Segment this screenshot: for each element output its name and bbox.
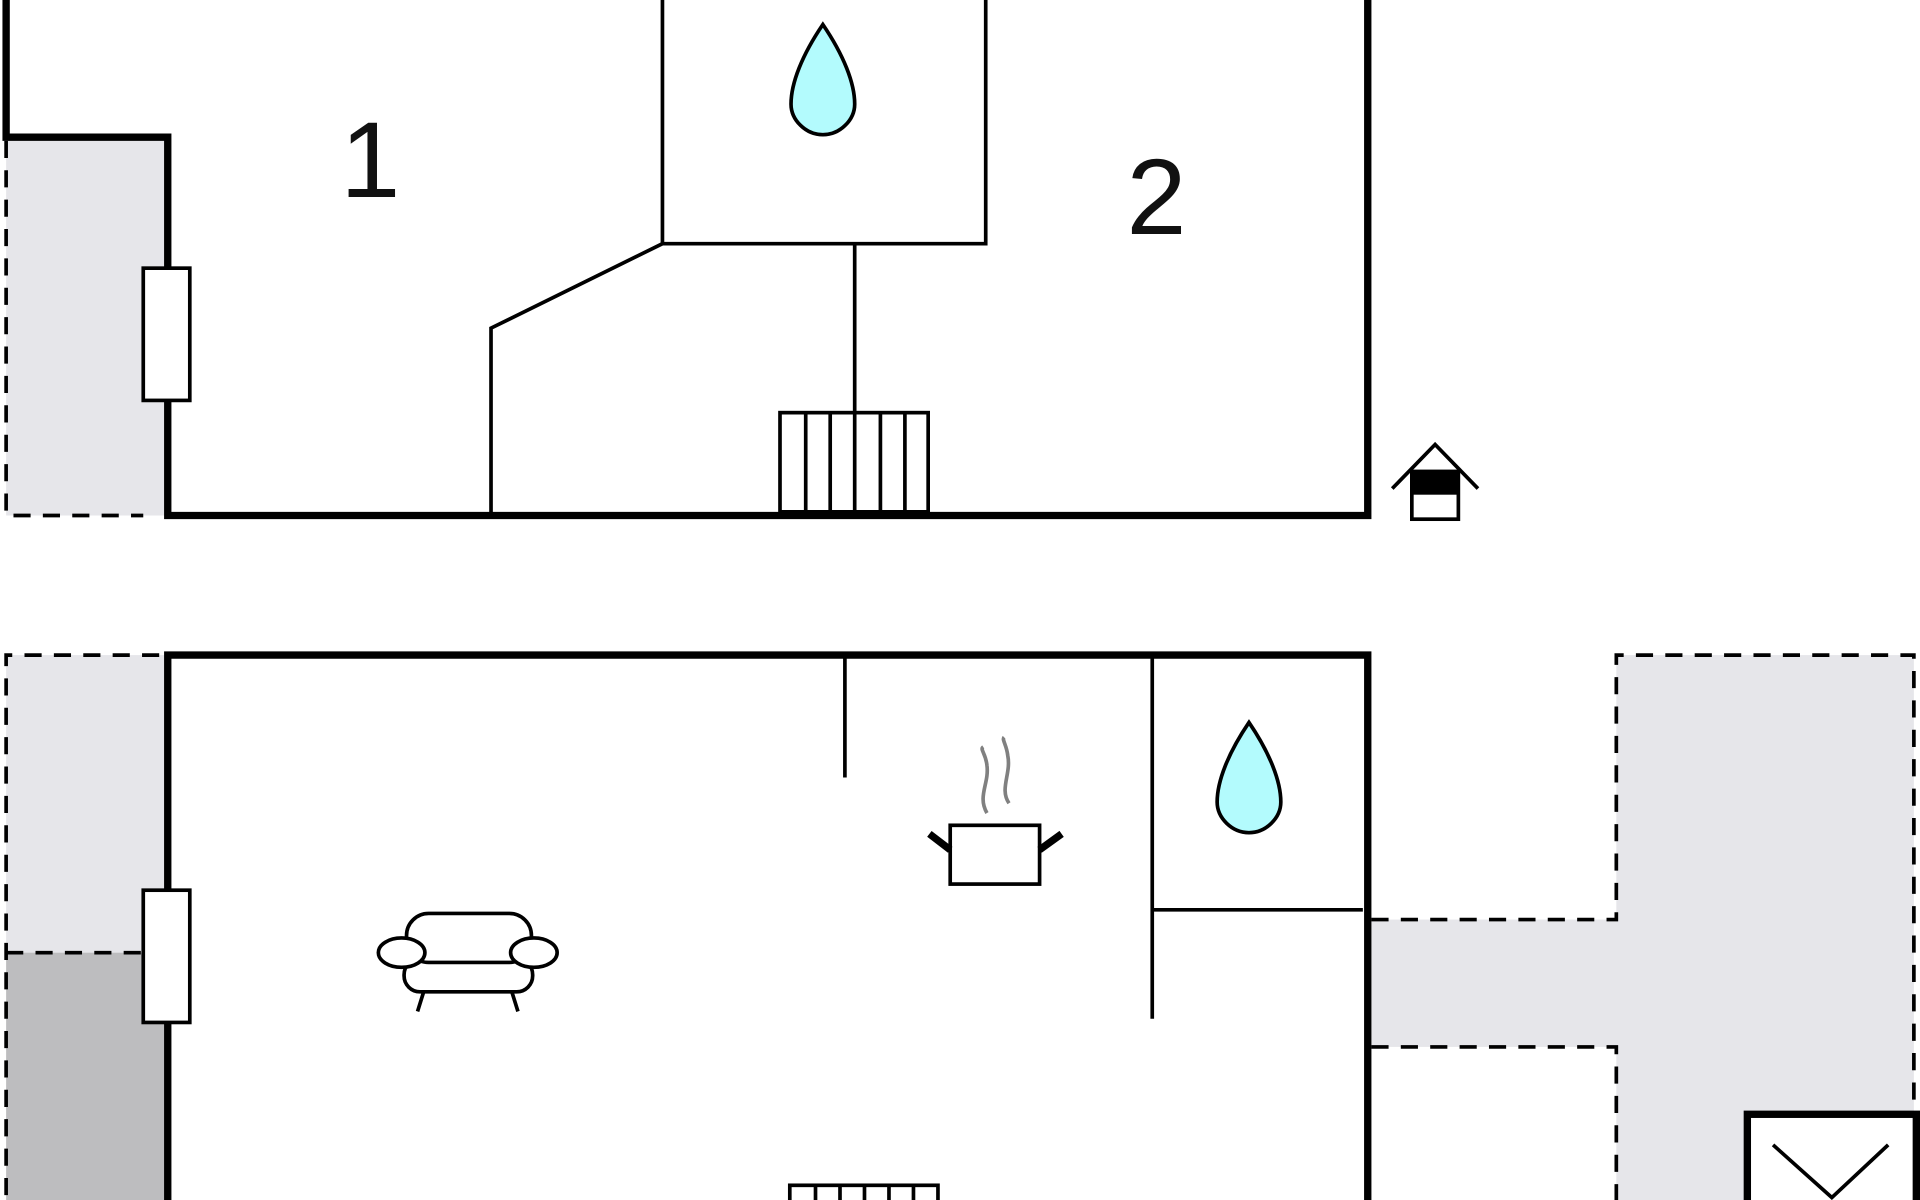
cooking-pot-icon (927, 735, 1064, 886)
outdoor-area-border (4, 653, 160, 1200)
water-drop-icon (1215, 719, 1283, 835)
radiator-icon (778, 410, 930, 514)
upper-floor: 1 2 (2, 0, 1480, 522)
water-drop-icon (789, 21, 857, 137)
room-label-2: 2 (1127, 136, 1187, 257)
bathroom-wall-lower (1150, 655, 1363, 1019)
outdoor-corridor-right (1371, 919, 1619, 1047)
outdoor-area-upper-left (6, 140, 166, 516)
radiator-icon (787, 1183, 940, 1200)
bathroom-wall-upper (660, 0, 988, 246)
lower-floor (4, 651, 1920, 1200)
outdoor-area-border (1371, 653, 1916, 1200)
exterior-wall-upper (2, 0, 1372, 520)
covered-area-lower-left (6, 952, 166, 1200)
outdoor-area-lower-left (6, 655, 166, 953)
outdoor-area-right (1616, 655, 1914, 1200)
exterior-wall-lower (164, 651, 1372, 1200)
box-icon (1743, 1110, 1920, 1200)
house-entrance-icon (1390, 441, 1480, 522)
room-label-1: 1 (340, 99, 400, 220)
sofa-icon (376, 911, 559, 1012)
window-icon (141, 266, 192, 403)
window-icon (141, 888, 192, 1025)
partition-wall-diagonal (489, 242, 664, 516)
outdoor-area-border (4, 140, 144, 518)
